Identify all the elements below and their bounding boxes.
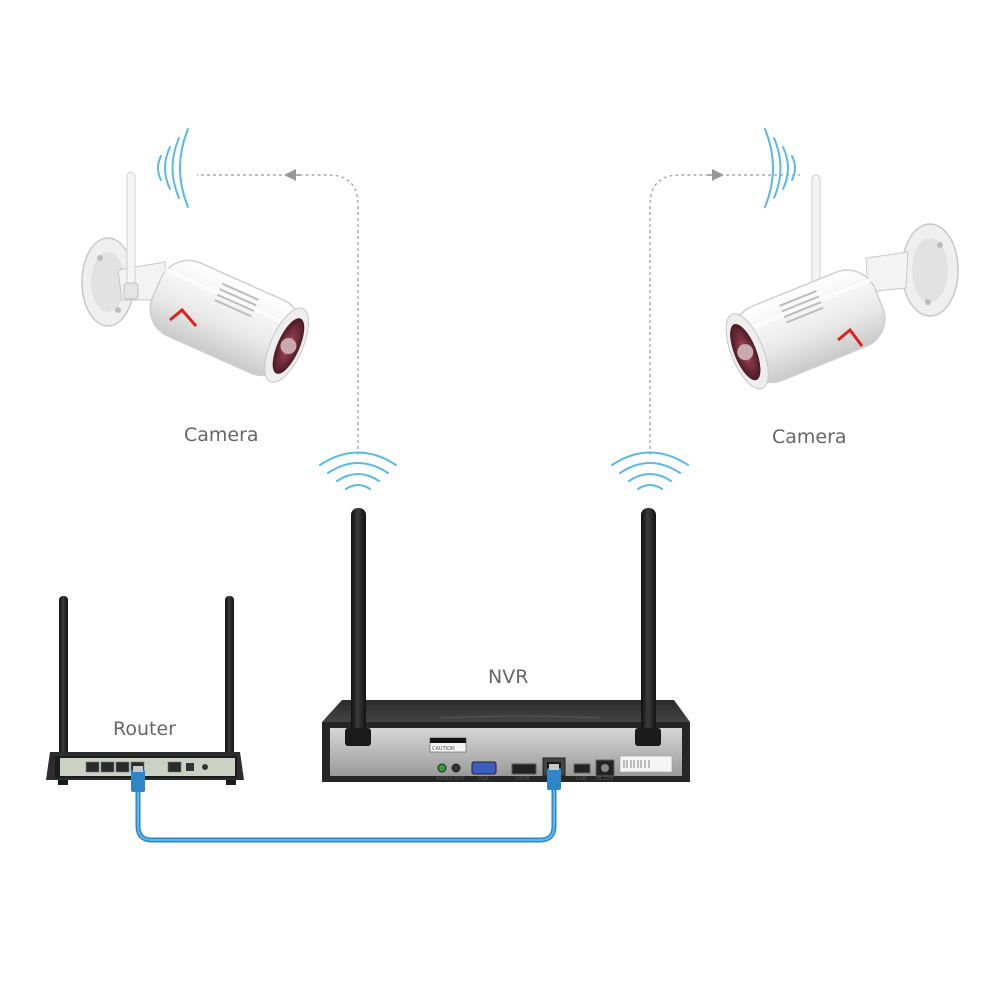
camera-icon — [725, 174, 959, 390]
vga-label: VGA — [478, 776, 489, 782]
router-label: Router — [113, 718, 176, 740]
wifi-signal-icon — [611, 451, 689, 490]
camera-right-label: Camera — [772, 426, 847, 448]
wireless-link-left — [197, 174, 359, 455]
antenna-icon — [225, 596, 234, 782]
nvr-label: NVR — [488, 666, 529, 688]
antenna-icon — [345, 508, 371, 746]
hdmi-label: HDMI — [516, 776, 529, 782]
antenna-icon — [59, 596, 68, 782]
wifi-signal-icon — [764, 128, 796, 208]
caution-label: CAUTION — [432, 746, 455, 752]
antenna-icon — [635, 508, 661, 746]
ethernet-cable-icon — [131, 764, 561, 843]
nvr-icon: CAUTION AUDIO OUT VGA HDMI USB DC12V — [322, 508, 690, 782]
dc-label: DC12V — [596, 776, 614, 782]
camera-left-label: Camera — [184, 424, 259, 446]
router-icon — [46, 596, 244, 785]
wifi-signal-icon — [319, 451, 397, 490]
camera-icon — [81, 171, 310, 383]
audio-out-label: AUDIO OUT — [436, 776, 466, 782]
usb-label: USB — [576, 776, 587, 782]
wifi-signal-icon — [157, 128, 189, 208]
